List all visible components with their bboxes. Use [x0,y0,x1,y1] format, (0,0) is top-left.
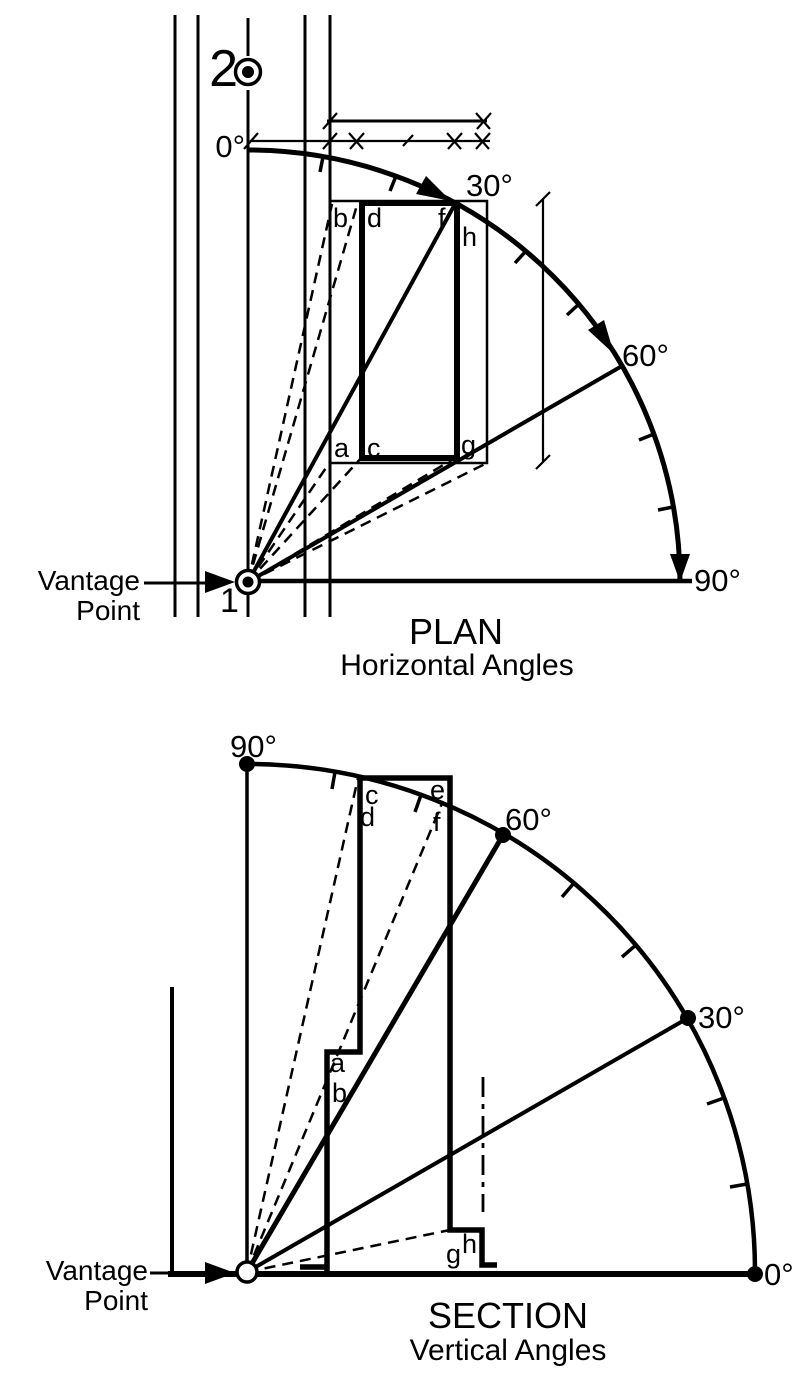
plan-subtitle: Horizontal Angles [340,649,573,682]
section-corner-a: a [330,1048,346,1078]
plan-angle-0: 0° [215,129,245,164]
plan-sight-lines [246,203,624,584]
plan-corner-h: h [462,222,477,252]
plan-angle-60: 60° [622,338,669,373]
section-corner-e: e [430,775,445,805]
plan-corner-f: f [438,203,446,233]
plan-arc-arrowheads [416,176,690,582]
plan-arc [247,147,683,583]
section-arc-ticks [330,771,748,1189]
plan-station-2-label: 2 [209,40,238,98]
section-vantage-label-1: Vantage [46,1255,148,1286]
section-subtitle: Vertical Angles [410,1334,607,1367]
plan-vantage-arrow [144,571,235,593]
section-vantage-marker [235,1260,259,1284]
plan-angle-30: 30° [466,168,513,203]
section-building-profile [300,775,497,1272]
section-corner-g: g [446,1239,461,1269]
plan-view [144,15,692,617]
section-angle-0: 0° [764,1257,794,1292]
section-corner-b: b [332,1078,347,1108]
section-corner-c: c [365,780,379,810]
plan-building-rect [359,200,460,461]
section-text: 90° 60° 30° 0° c d e f a b g h Vantage P… [46,729,794,1367]
plan-corner-c: c [367,433,381,463]
section-corner-d: d [360,802,375,832]
plan-title: PLAN [409,611,503,652]
plan-arc-ticks [318,156,674,512]
plan-station-1-label: 1 [220,582,239,620]
plan-vantage-label-2: Point [76,595,140,626]
section-angle-90: 90° [230,729,277,764]
plan-corner-d: d [367,203,382,233]
section-corner-h: h [462,1229,477,1259]
section-sight-lines [244,764,689,1274]
section-view [150,756,763,1284]
plan-corner-a: a [334,433,350,463]
plan-text: 2 1 0° 30° 60° 90° b d f h a c g Vantage… [38,40,741,682]
plan-station-2-marker [233,57,263,87]
section-dashed-sight-lines [245,777,451,1274]
plan-corner-g: g [461,430,476,460]
plan-dimension-lines [243,112,551,470]
section-angle-60: 60° [505,802,552,837]
plan-vantage-marker [234,568,262,596]
section-corner-f: f [433,807,441,837]
section-angle-30: 30° [698,1000,745,1035]
plan-corner-b: b [333,203,348,233]
plan-vantage-label-1: Vantage [38,565,140,596]
section-title: SECTION [428,1295,588,1336]
section-vantage-label-2: Point [84,1285,148,1316]
plan-dashed-sight-lines [246,203,488,584]
section-vantage-arrow [150,1262,235,1284]
plan-angle-90: 90° [694,563,741,598]
section-arc-dots [239,756,763,1282]
